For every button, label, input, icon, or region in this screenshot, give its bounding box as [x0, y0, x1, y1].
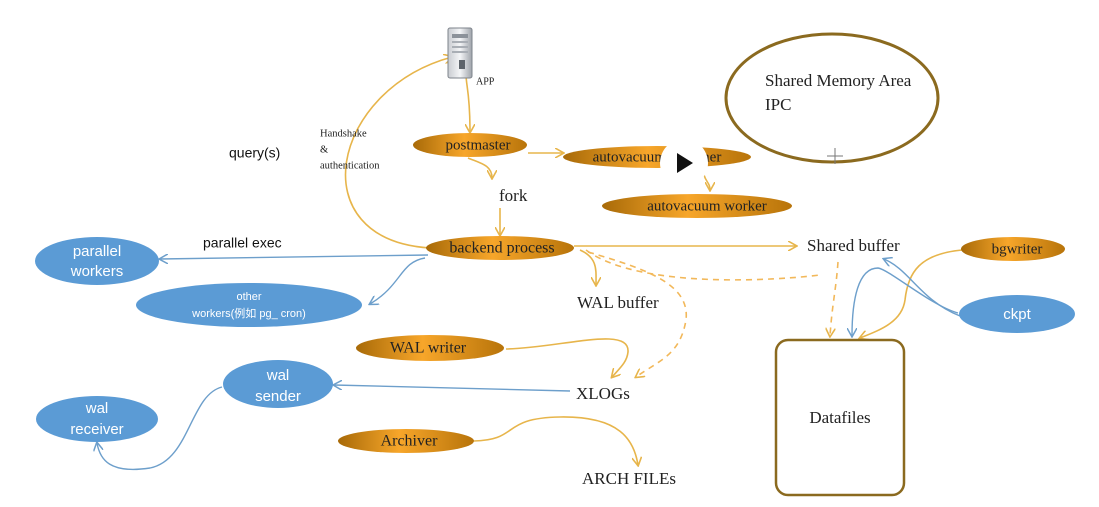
archiver-archfiles-arrow	[473, 416, 638, 465]
launcher-worker-arrow	[703, 174, 710, 190]
fork-label: fork	[499, 186, 528, 205]
handshake-label-1: Handshake	[320, 128, 367, 139]
backend-walbuffer-arrow	[579, 249, 596, 285]
bgwriter-datafiles-arrow	[860, 249, 963, 338]
wal-buffer-label: WAL buffer	[577, 293, 659, 312]
archiver-label: Archiver	[381, 433, 439, 450]
datafiles-label: Datafiles	[809, 408, 870, 427]
backend-parallel-arrow	[160, 255, 429, 259]
ckpt-node[interactable]	[959, 295, 1075, 333]
autovacuum-worker-node[interactable]	[602, 194, 792, 218]
walwriter-xlogs-arrow	[505, 338, 629, 377]
other-workers-label-1: other	[236, 291, 261, 303]
sharedbuffer-datafiles-dashed	[830, 261, 839, 336]
ckpt-datafiles-arrow	[852, 267, 959, 336]
server-icon	[447, 27, 473, 79]
xlogs-label: XLOGs	[576, 384, 630, 403]
play-button-icon[interactable]	[660, 139, 708, 187]
wal-receiver-label-2: receiver	[70, 421, 123, 438]
backend-xlogs-dashed	[587, 251, 687, 377]
query-label: query(s)	[229, 145, 280, 161]
app-to-postmaster-arrow	[466, 73, 470, 132]
handshake-arrow	[344, 57, 452, 249]
other-workers-node[interactable]	[136, 283, 362, 327]
datafiles-box[interactable]	[774, 338, 906, 497]
wal-sender-label-2: sender	[255, 388, 301, 405]
wal-sender-label-1: wal	[266, 367, 290, 384]
arch-files-label: ARCH FILEs	[582, 469, 676, 488]
shared-buffer-label: Shared buffer	[807, 236, 900, 255]
shared-memory-ellipse	[724, 32, 940, 164]
shared-memory-ipc: IPC	[765, 95, 791, 114]
backend-process-node[interactable]	[426, 236, 574, 260]
archiver-node[interactable]	[338, 429, 474, 453]
autovacuum-worker-label: autovacuum worker	[647, 198, 767, 214]
wal-sender-node[interactable]	[223, 360, 333, 408]
shared-memory-title: Shared Memory Area	[765, 71, 912, 90]
handshake-label-3: authentication	[320, 160, 380, 171]
walsender-receiver-arrow	[97, 386, 223, 470]
xlogs-walsender-arrow	[334, 385, 571, 392]
postmaster-fork-arrow	[467, 157, 492, 178]
backend-other-arrow	[370, 257, 426, 304]
parallel-exec-label: parallel exec	[203, 235, 282, 251]
backend-process-label: backend process	[449, 240, 554, 257]
postmaster-node[interactable]	[413, 133, 527, 157]
app-label: APP	[476, 76, 495, 87]
handshake-label-2: &	[320, 144, 328, 155]
parallel-workers-node[interactable]	[35, 237, 159, 285]
postmaster-label: postmaster	[446, 137, 511, 153]
ckpt-sharedbuffer-arrow	[884, 259, 961, 317]
cursor-icon	[827, 148, 843, 164]
parallel-workers-label-2: workers	[70, 263, 124, 280]
parallel-workers-label-1: parallel	[73, 243, 121, 260]
wal-writer-label: WAL writer	[390, 340, 467, 357]
ckpt-label: ckpt	[1003, 306, 1031, 323]
bgwriter-label: bgwriter	[992, 241, 1043, 257]
wal-receiver-label-1: wal	[85, 400, 109, 417]
backend-datafiles-dashed	[585, 249, 821, 281]
other-workers-label-2: workers(例如 pg_ cron)	[191, 306, 306, 320]
wal-writer-node[interactable]	[356, 335, 504, 361]
bgwriter-node[interactable]	[961, 237, 1065, 261]
wal-receiver-node[interactable]	[36, 396, 158, 442]
